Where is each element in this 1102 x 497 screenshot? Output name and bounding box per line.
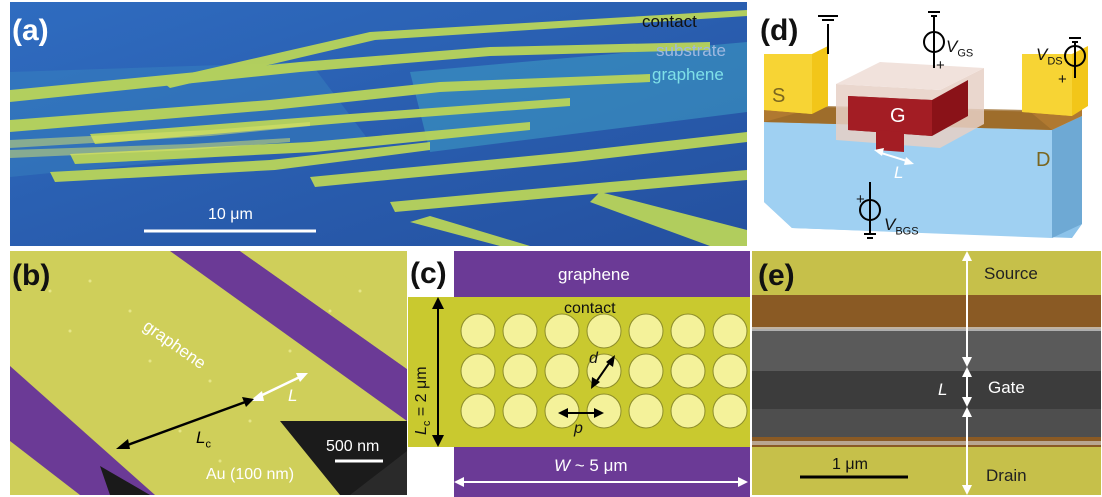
vgs-label: VGS <box>946 37 974 60</box>
scalebar-a-label: 10 μm <box>208 206 253 223</box>
panel-b-image <box>10 251 407 495</box>
w-label: W ~ 5 μm <box>554 456 628 475</box>
panel-a-label: (a) <box>12 14 49 47</box>
panel-d: (d) VGS + VDS + VBGS + S G D L <box>752 2 1102 246</box>
panel-e-image <box>752 251 1101 495</box>
scalebar-e-label: 1 μm <box>832 456 868 473</box>
lc-arrow-b <box>121 399 249 449</box>
panel-a: (a) contact substrate graphene 10 μm <box>10 2 747 246</box>
scalebar-b-label: 500 nm <box>326 438 380 455</box>
panel-e-label: (e) <box>758 259 795 292</box>
s-label: S <box>772 85 786 107</box>
legend-graphene: graphene <box>652 65 724 84</box>
l-label-b: L <box>288 386 298 405</box>
vbgs-label: VBGS <box>884 215 919 238</box>
vbgs-plus: + <box>856 191 865 208</box>
panel-e: (e) Source Gate L Drain 1 μm <box>752 251 1101 495</box>
gate-label: Gate <box>988 378 1025 397</box>
l-label-d: L <box>894 163 904 182</box>
vgs-plus: + <box>936 57 945 74</box>
g-label: G <box>890 105 906 127</box>
legend-substrate: substrate <box>656 41 726 60</box>
panel-a-image <box>10 2 747 246</box>
source-label: Source <box>984 264 1038 283</box>
panel-b-label: (b) <box>12 259 51 292</box>
l-label-e: L <box>938 380 948 399</box>
drain-label: Drain <box>986 466 1027 485</box>
panel-c-image <box>408 251 750 497</box>
graphene-label-c: graphene <box>558 265 630 284</box>
panel-d-label: (d) <box>760 14 799 47</box>
panel-d-image <box>764 11 1088 239</box>
d-label: d <box>589 350 598 367</box>
vds-label: VDS <box>1036 45 1063 68</box>
legend-contact: contact <box>642 12 697 31</box>
lc-label-c: Lc = 2 μm <box>413 366 434 435</box>
panel-c: (c) graphene contact Lc = 2 μm d p W ~ 5… <box>408 251 750 497</box>
vds-plus: + <box>1058 71 1067 88</box>
d-label-d: D <box>1036 149 1051 171</box>
au-label-b: Au (100 nm) <box>206 466 295 483</box>
contact-label-c: contact <box>564 300 616 317</box>
lc-label-b: Lc <box>196 428 211 451</box>
panel-b: (b) graphene L Lc 500 nm Au (100 nm) <box>10 251 407 495</box>
l-arrow-d <box>877 151 911 163</box>
panel-c-label: (c) <box>410 257 447 290</box>
p-label: p <box>574 420 583 437</box>
